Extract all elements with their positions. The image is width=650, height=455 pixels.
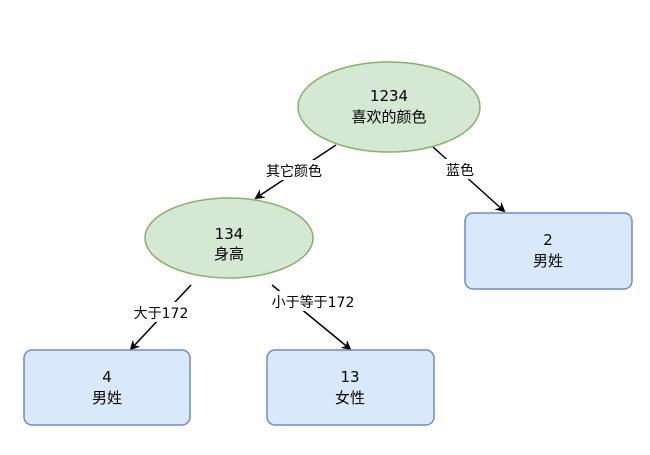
edge-label-bg — [127, 302, 195, 322]
leaf-blue-count: 2 — [543, 231, 553, 249]
edge-label-bg — [441, 159, 479, 179]
edge-label-greater: 大于172 — [134, 306, 189, 322]
edge-height-to-tall: 大于172 — [127, 284, 195, 351]
node-leaf-blue[interactable]: 2 男姓 — [464, 212, 633, 290]
node-leaf-short[interactable]: 13 女性 — [266, 349, 435, 426]
height-attribute: 身高 — [214, 245, 244, 263]
leaf-tall-box — [23, 349, 191, 426]
node-leaf-tall[interactable]: 4 男姓 — [23, 349, 191, 426]
edge-label-other-colors: 其它颜色 — [266, 163, 322, 180]
edge-label-less-equal: 小于等于172 — [272, 294, 355, 311]
edge-label-bg — [258, 160, 330, 180]
leaf-short-label: 女性 — [335, 389, 365, 407]
edge-root-to-blue: 蓝色 — [432, 146, 506, 213]
root-attribute: 喜欢的颜色 — [351, 108, 426, 126]
leaf-tall-count: 4 — [102, 368, 112, 386]
height-ellipse — [144, 197, 314, 279]
leaf-short-count: 13 — [340, 368, 359, 386]
leaf-blue-box — [464, 212, 633, 290]
node-root[interactable]: 1234 喜欢的颜色 — [297, 61, 481, 153]
node-height[interactable]: 134 身高 — [144, 197, 314, 279]
leaf-short-box — [266, 349, 435, 426]
root-count: 1234 — [370, 87, 408, 105]
height-count: 134 — [215, 225, 244, 243]
edge-root-to-height: 其它颜色 — [254, 144, 337, 200]
root-ellipse — [297, 61, 481, 153]
leaf-tall-label: 男姓 — [92, 389, 122, 407]
edge-height-to-short: 小于等于172 — [265, 284, 361, 351]
edge-label-bg — [265, 291, 361, 311]
leaf-blue-label: 男姓 — [533, 252, 563, 270]
edge-label-blue: 蓝色 — [446, 162, 474, 179]
